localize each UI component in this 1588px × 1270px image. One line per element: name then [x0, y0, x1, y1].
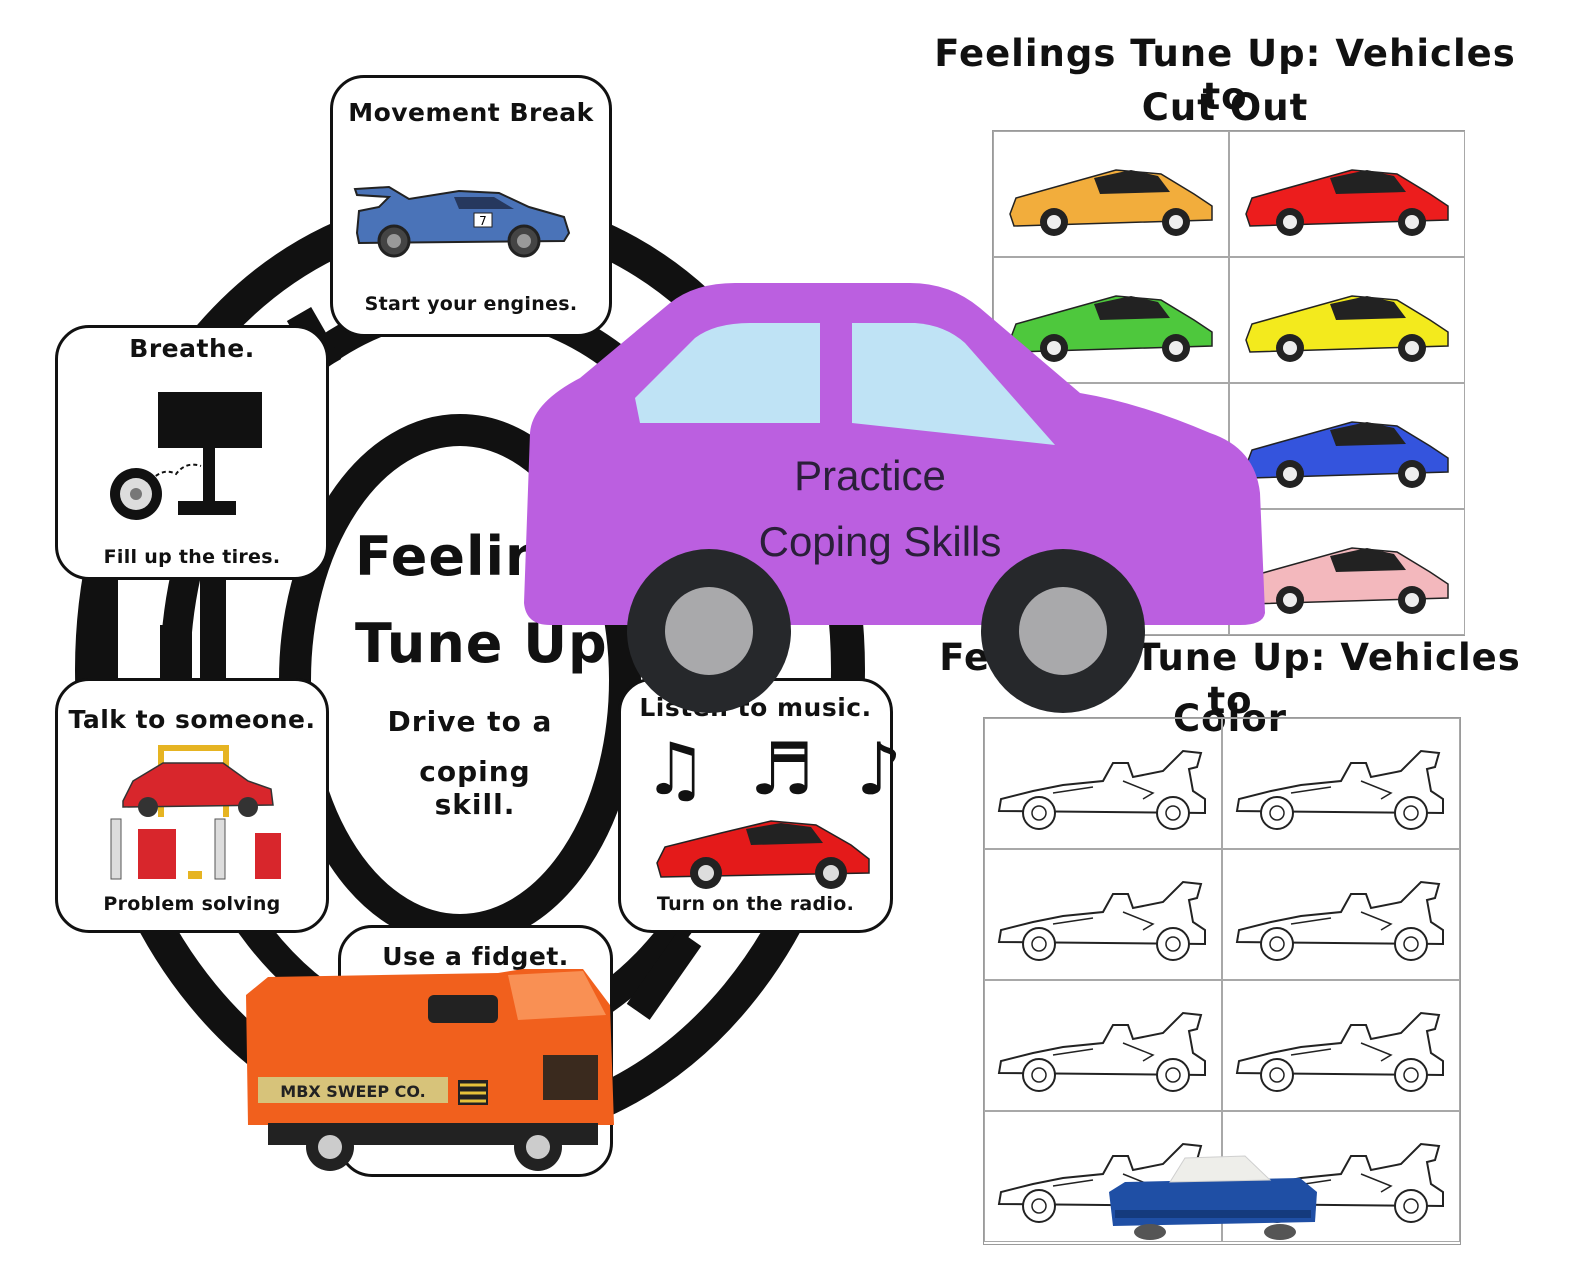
center-title-line1: Feelin	[355, 525, 545, 588]
sports-car-icon	[1245, 421, 1449, 488]
music-card: Listen to music. ♫♬♪ Turn on the radio.	[618, 678, 902, 933]
color-sheet-cell	[1222, 718, 1460, 849]
talk-card: Talk to someone. Problem solving	[55, 678, 329, 933]
card-caption: Problem solving	[103, 893, 281, 915]
center-subtitle-line1: Drive to a	[387, 705, 553, 738]
music-notes-icon: ♫♬♪	[643, 727, 945, 811]
card-title: Talk to someone.	[68, 705, 316, 734]
color-sheet-cell	[984, 718, 1222, 849]
color-sheet-cell	[984, 980, 1222, 1111]
outline-race-car-icon	[1235, 880, 1444, 961]
blue-toy-car	[1109, 1155, 1317, 1240]
card-caption: Turn on the radio.	[656, 893, 855, 915]
sports-car-icon	[1009, 169, 1213, 236]
cut-out-cell	[1229, 131, 1465, 257]
sports-car-icon	[1245, 295, 1449, 362]
center-subtitle-line2: coping skill.	[419, 755, 531, 821]
car-number: 7	[479, 214, 487, 228]
card-title: Breathe.	[129, 334, 255, 363]
purple-car	[524, 283, 1265, 713]
outline-race-car-icon	[997, 749, 1206, 830]
cut-out-cell	[993, 131, 1229, 257]
card-caption: Start your engines.	[364, 293, 578, 315]
blue-race-car-icon: 7	[353, 185, 571, 258]
orange-toy-truck: MBX SWEEP CO.	[246, 969, 614, 1171]
sports-car-icon	[1009, 295, 1213, 362]
truck-label: MBX SWEEP CO.	[280, 1082, 425, 1101]
outline-race-car-icon	[1235, 1011, 1444, 1092]
purple-car-label-line2: Coping Skills	[758, 518, 1002, 565]
outline-race-car-icon	[997, 880, 1206, 961]
card-title: Movement Break	[348, 98, 594, 127]
cut-out-heading-line2: Cut Out	[1141, 86, 1309, 129]
color-sheet-cell	[1222, 849, 1460, 980]
red-sports-car-icon	[656, 820, 870, 889]
card-title: Use a fidget.	[382, 942, 569, 971]
purple-car-label-line1: Practice	[794, 452, 946, 499]
air-pump-icon	[110, 392, 262, 520]
cut-out-cell	[1229, 257, 1465, 383]
sports-car-icon	[1245, 169, 1449, 236]
color-sheet-cell	[1222, 980, 1460, 1111]
sports-car-icon	[1245, 547, 1449, 614]
outline-race-car-icon	[1235, 749, 1444, 830]
outline-race-car-icon	[997, 1011, 1206, 1092]
cut-out-cell	[1229, 383, 1465, 509]
breathe-card: Breathe. Fill up the tires.	[55, 325, 329, 580]
cut-out-cell	[1229, 509, 1465, 635]
card-caption: Fill up the tires.	[103, 546, 281, 568]
color-sheet-cell	[984, 849, 1222, 980]
car-lift-garage-icon	[110, 745, 281, 880]
movement-break-card: Movement Break 7 Start your engines.	[330, 75, 612, 337]
cut-out-heading-line1: Feelings Tune Up: Vehicles to	[934, 32, 1516, 118]
